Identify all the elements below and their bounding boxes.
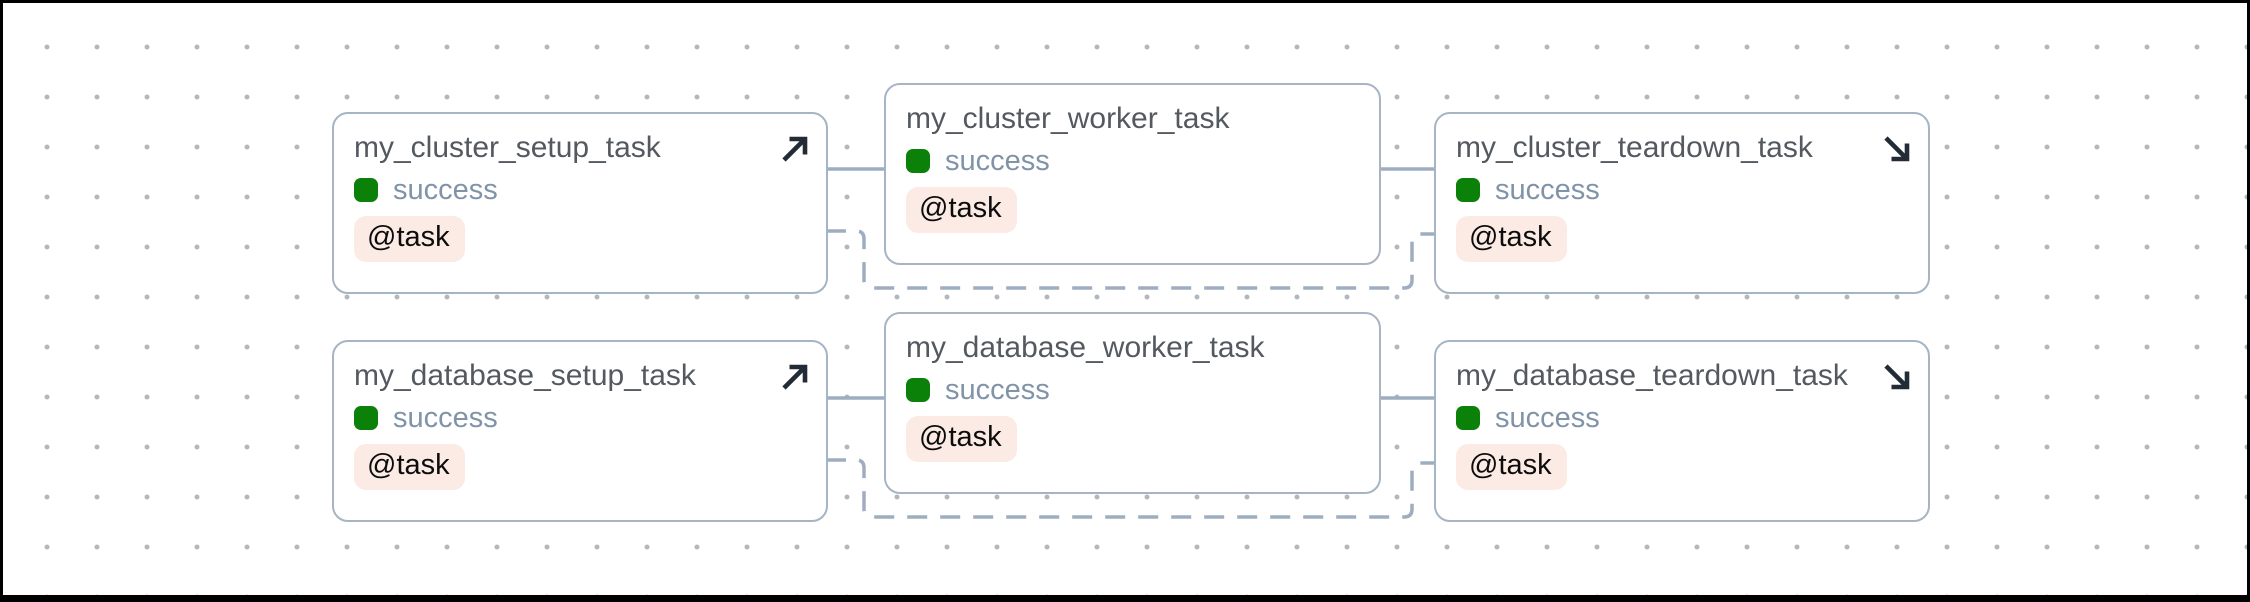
task-node-my-database-setup-task[interactable]: my_database_setup_task success @task: [332, 340, 828, 522]
task-decorator-badge: @task: [1456, 216, 1567, 262]
task-state-label: success: [393, 401, 498, 434]
task-status-row: success: [1456, 401, 1914, 434]
success-status-icon: [1456, 406, 1480, 430]
task-title-row: my_cluster_worker_task: [906, 101, 1365, 137]
setup-arrow-up-right-icon: [782, 136, 808, 162]
task-decorator-badge: @task: [906, 187, 1017, 233]
task-state-label: success: [945, 144, 1050, 177]
edge-cluster-setup-to-teardown-dashed: [826, 229, 1438, 290]
task-title-row: my_database_teardown_task: [1456, 358, 1914, 394]
task-badge-row: @task: [354, 444, 812, 490]
task-badge-row: @task: [354, 216, 812, 262]
success-status-icon: [354, 178, 378, 202]
task-node-my-database-teardown-task[interactable]: my_database_teardown_task success @task: [1434, 340, 1930, 522]
task-state-label: success: [393, 173, 498, 206]
task-node-my-cluster-setup-task[interactable]: my_cluster_setup_task success @task: [332, 112, 828, 294]
task-title-row: my_database_setup_task: [354, 358, 812, 394]
task-decorator-badge: @task: [354, 444, 465, 490]
success-status-icon: [354, 406, 378, 430]
edge-database-setup-to-teardown-dashed: [826, 458, 1438, 519]
task-title: my_database_setup_task: [354, 359, 696, 392]
task-decorator-badge: @task: [1456, 444, 1567, 490]
task-node-my-cluster-teardown-task[interactable]: my_cluster_teardown_task success @task: [1434, 112, 1930, 294]
task-title: my_cluster_worker_task: [906, 102, 1230, 135]
task-title-row: my_cluster_setup_task: [354, 130, 812, 166]
success-status-icon: [1456, 178, 1480, 202]
task-title: my_cluster_teardown_task: [1456, 131, 1813, 164]
task-title-row: my_cluster_teardown_task: [1456, 130, 1914, 166]
task-state-label: success: [1495, 173, 1600, 206]
setup-arrow-up-right-icon: [782, 364, 808, 390]
task-badge-row: @task: [906, 187, 1365, 233]
task-decorator-badge: @task: [906, 416, 1017, 462]
task-state-label: success: [945, 373, 1050, 406]
task-status-row: success: [354, 401, 812, 434]
teardown-arrow-down-right-icon: [1884, 136, 1910, 162]
task-status-row: success: [906, 144, 1365, 177]
teardown-arrow-down-right-icon: [1884, 364, 1910, 390]
task-status-row: success: [1456, 173, 1914, 206]
task-title: my_database_worker_task: [906, 331, 1265, 364]
task-node-my-cluster-worker-task[interactable]: my_cluster_worker_task success @task: [884, 83, 1381, 265]
task-title: my_cluster_setup_task: [354, 131, 661, 164]
task-badge-row: @task: [1456, 444, 1914, 490]
task-decorator-badge: @task: [354, 216, 465, 262]
task-badge-row: @task: [906, 416, 1365, 462]
task-status-row: success: [906, 373, 1365, 406]
task-status-row: success: [354, 173, 812, 206]
task-title: my_database_teardown_task: [1456, 359, 1848, 392]
task-badge-row: @task: [1456, 216, 1914, 262]
success-status-icon: [906, 378, 930, 402]
task-state-label: success: [1495, 401, 1600, 434]
success-status-icon: [906, 149, 930, 173]
task-title-row: my_database_worker_task: [906, 330, 1365, 366]
task-node-my-database-worker-task[interactable]: my_database_worker_task success @task: [884, 312, 1381, 494]
